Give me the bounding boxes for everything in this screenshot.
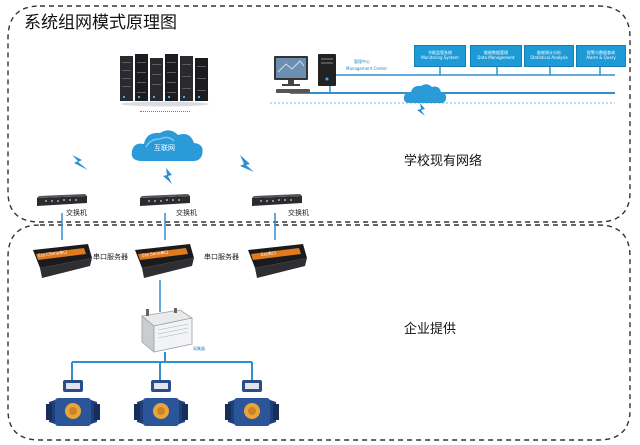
system-box-1: 节能监管系统 Monitoring System (414, 45, 466, 67)
system-box-title: 报警与数据查询 (587, 50, 615, 55)
school-network-label: 学校现有网络 (404, 154, 483, 169)
page-title: 系统组网模式原理图 (24, 13, 177, 33)
system-box-2: 能耗数据管理 Data Management (470, 45, 522, 67)
system-box-subtitle: Statistical Analysis (530, 55, 568, 60)
gateway-label: 采集器 (193, 346, 205, 351)
serial-server-icon (33, 244, 92, 278)
enterprise-region-border (7, 224, 631, 441)
switch-icon (140, 194, 190, 206)
system-box-subtitle: Monitoring System (421, 55, 459, 60)
lightning-icon (72, 103, 425, 184)
serial-server-label: 串口服务器 (204, 253, 239, 261)
water-meter-icon (225, 380, 279, 426)
switch-label: 交换机 (176, 209, 197, 217)
system-box-subtitle: Data Management (477, 55, 515, 60)
server-base-stripe (140, 111, 190, 113)
switch-icon (37, 194, 87, 206)
computer-icon (274, 54, 336, 93)
water-meter-icon (134, 380, 188, 426)
serial-server-icon (135, 244, 194, 278)
serial-server-icon (248, 244, 307, 278)
switch-label: 交换机 (66, 209, 87, 217)
serial-server-label: 串口服务器 (93, 253, 128, 261)
water-meter-icon (46, 380, 100, 426)
system-box-title: 能耗数据管理 (484, 50, 508, 55)
system-box-3: 能耗统计分析 Statistical Analysis (524, 45, 574, 67)
system-box-4: 报警与数据查询 Alarm & Query (576, 45, 626, 67)
cloud-icon (403, 84, 447, 104)
serial-server-1: Ezy CSerie串口 (30, 240, 95, 285)
monitor-link-sublabel: Management Center (346, 66, 388, 71)
server-rack-icon (120, 54, 209, 107)
cloud-label: 互联网 (154, 144, 175, 152)
serial-server-3: Ezy串口 (245, 240, 310, 285)
system-box-title: 能耗统计分析 (537, 50, 561, 55)
system-box-subtitle: Alarm & Query (586, 55, 616, 60)
gateway-icon (141, 308, 194, 353)
school-network-region-border (7, 5, 631, 223)
switch-icon (252, 194, 302, 206)
system-box-title: 节能监管系统 (428, 50, 452, 55)
enterprise-label: 企业提供 (404, 322, 457, 337)
switch-label: 交换机 (288, 209, 309, 217)
serial-server-2: Ezy Serie串口 (132, 240, 197, 285)
cloud-icon (131, 130, 203, 162)
monitor-link-label: 管理中心 (354, 59, 370, 64)
